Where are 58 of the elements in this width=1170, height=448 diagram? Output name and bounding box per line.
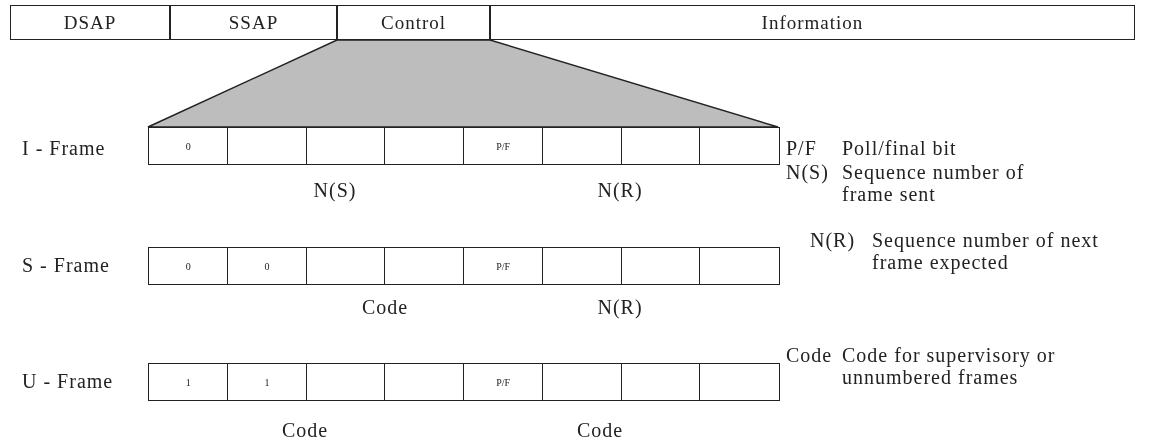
legend-description: Sequence number of frame sent (842, 161, 1026, 205)
bit-cell (463, 127, 544, 165)
bit-cell (541, 247, 622, 285)
bit-cell (699, 127, 780, 165)
bit-cell (148, 247, 229, 285)
bit-cell (305, 363, 386, 401)
field-name: DSAP (63, 11, 117, 34)
header-field (170, 5, 337, 40)
bit-cell (620, 247, 701, 285)
bit-cell (541, 363, 622, 401)
legend-term: Code (786, 344, 833, 366)
field-name: Information (761, 11, 864, 34)
bit-value: 0 (264, 260, 270, 272)
legend-term: N(R) (810, 229, 856, 251)
bit-cell (463, 363, 544, 401)
legend-term: N(S) (786, 161, 829, 183)
field-group-label: Code (361, 296, 409, 318)
bit-cell (384, 363, 465, 401)
bit-value: P/F (496, 260, 511, 272)
bit-value: 1 (185, 376, 191, 388)
field-group-label: Code (576, 419, 624, 441)
bit-cell (384, 247, 465, 285)
field-group-label: N(R) (597, 296, 643, 318)
legend-term: P/F (786, 137, 817, 159)
field-name: Control (380, 11, 447, 34)
bit-cell (148, 127, 229, 165)
field-name: SSAP (228, 11, 279, 34)
bit-value: 0 (185, 260, 191, 272)
legend-description: Code for supervisory or unnumbered frames (842, 344, 1057, 388)
field-group-label: Code (281, 419, 329, 441)
bit-cell (226, 247, 307, 285)
bit-cell (699, 247, 780, 285)
bit-cell (226, 127, 307, 165)
bit-cell (699, 363, 780, 401)
bit-cell (148, 363, 229, 401)
bit-value: 1 (264, 376, 270, 388)
bit-value: P/F (496, 140, 511, 152)
field-group-label: N(R) (597, 179, 643, 201)
bit-cell (620, 363, 701, 401)
bit-cell (305, 247, 386, 285)
bit-value: 0 (185, 140, 191, 152)
legend-description: Sequence number of next frame expected (872, 229, 1100, 273)
header-field (10, 5, 170, 40)
bit-cell (541, 127, 622, 165)
bit-cell (620, 127, 701, 165)
field-group-label: N(S) (313, 179, 357, 201)
bit-cell (305, 127, 386, 165)
bit-cell (226, 363, 307, 401)
frame-type-label: I - Frame (22, 137, 106, 159)
frame-type-label: S - Frame (22, 254, 110, 276)
legend-description: Poll/final bit (842, 137, 957, 159)
bit-cell (384, 127, 465, 165)
bit-value: P/F (496, 376, 511, 388)
frame-type-label: U - Frame (22, 370, 114, 392)
header-field (490, 5, 1135, 40)
bit-cell (463, 247, 544, 285)
expansion-trapezoid (147, 39, 779, 128)
header-field (337, 5, 490, 40)
